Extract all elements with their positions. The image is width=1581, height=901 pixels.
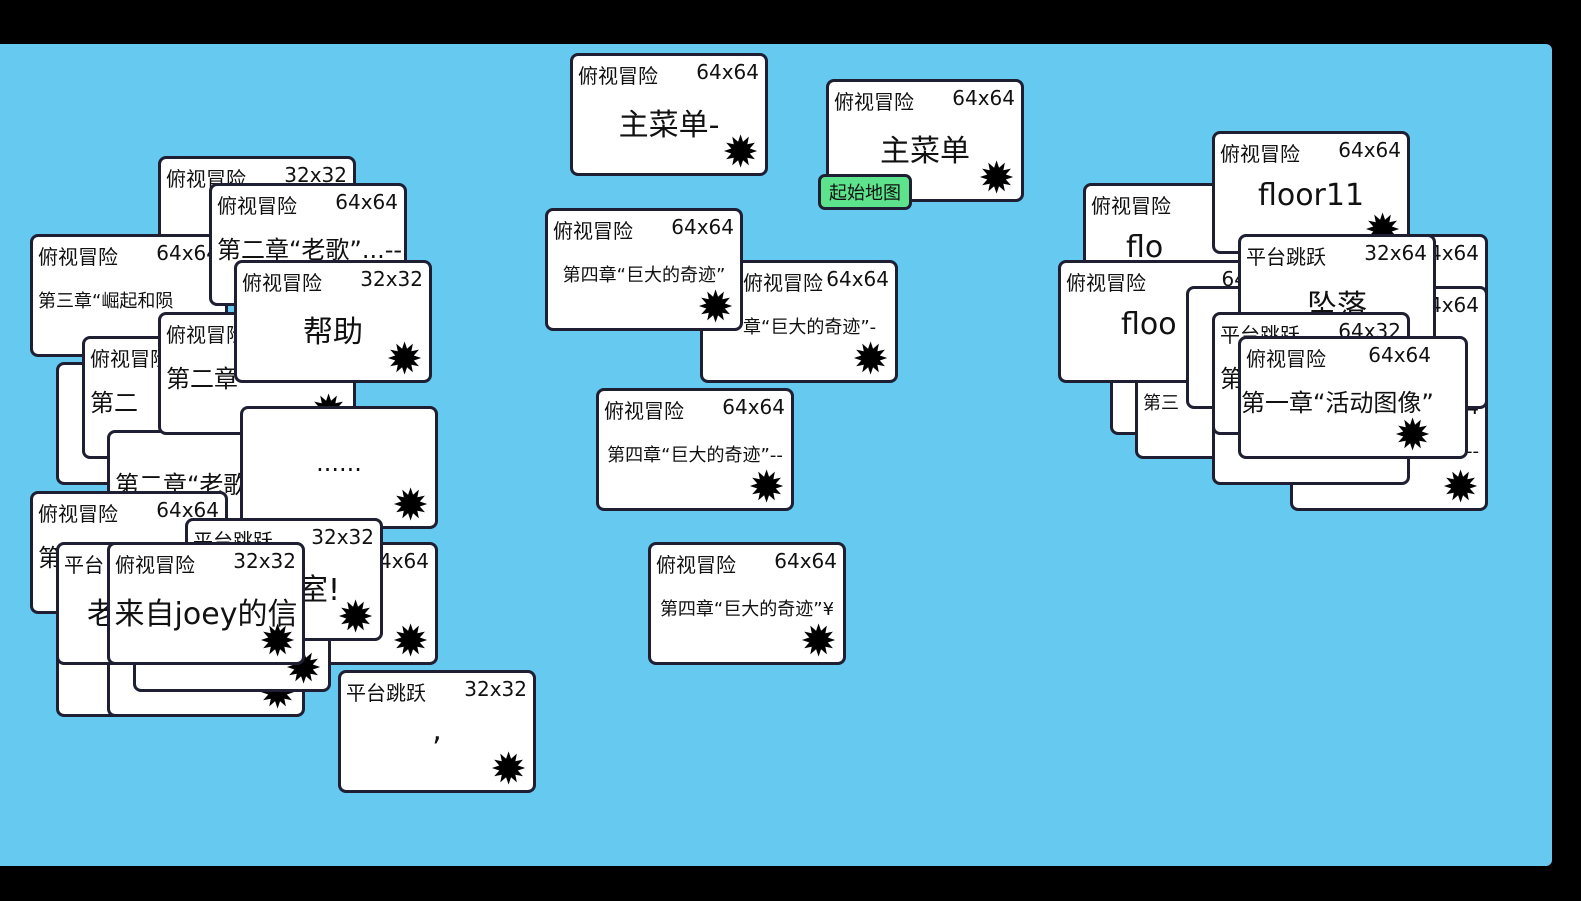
card-map-name: 第三	[1143, 393, 1179, 414]
card-kind-label: 平台	[64, 553, 104, 577]
gear-icon[interactable]: ✹	[697, 282, 734, 331]
card-kind-label: 平台跳跃	[346, 681, 426, 705]
map-card[interactable]: 俯视冒险 64x64 主菜单 ✹	[826, 79, 1024, 202]
card-size-label: 64x64	[696, 60, 759, 84]
map-card[interactable]: 平台跳跃 32x32 , ✹	[338, 670, 536, 793]
card-kind-label: 俯视冒险	[1246, 347, 1326, 371]
gear-icon[interactable]: ✹	[1442, 462, 1479, 511]
card-size-label: 64x64	[671, 215, 734, 239]
gear-icon[interactable]: ✹	[852, 334, 889, 383]
card-kind-label: 俯视冒险	[90, 347, 170, 371]
map-card[interactable]: 俯视冒险 64x64 主菜单- ✹	[570, 53, 768, 176]
card-kind-label: 俯视冒险	[834, 90, 914, 114]
card-map-name: 第一章“活动图像”	[1241, 389, 1433, 417]
card-size-label: 64x64	[774, 549, 837, 573]
gear-icon[interactable]: ✹	[1394, 410, 1431, 459]
card-size-label: 32x32	[233, 549, 296, 573]
map-card[interactable]: 俯视冒险 64x64 floor11 ✹	[1212, 131, 1410, 254]
card-map-name: ......	[316, 449, 362, 477]
gear-icon[interactable]: ✹	[259, 616, 296, 665]
card-map-name: 主菜单	[880, 134, 970, 169]
card-kind-label: 俯视冒险	[217, 194, 297, 218]
card-size-label: 64x64	[1368, 343, 1431, 367]
map-card[interactable]: 俯视冒险 32x32 帮助 ✹	[234, 260, 432, 383]
card-size-label: 4x64	[378, 549, 429, 573]
card-kind-label: 俯视冒险	[115, 553, 195, 577]
card-size-label: 4x64	[1428, 241, 1479, 265]
card-map-name: 第四章“巨大的奇迹”--	[607, 445, 783, 466]
card-kind-label: 俯视冒险	[656, 553, 736, 577]
gear-icon[interactable]: ✹	[490, 744, 527, 793]
card-map-name: 第二章	[166, 365, 238, 393]
gear-icon[interactable]: ✹	[337, 592, 374, 641]
card-size-label: 64x64	[335, 190, 398, 214]
card-size-label: 32x32	[360, 267, 423, 291]
card-map-name: 第四章“巨大的奇迹”¥	[659, 599, 835, 620]
card-size-label: 32x64	[1364, 241, 1427, 265]
card-map-name: 第四章“巨大的奇迹”	[562, 265, 726, 286]
card-map-name: 第三章“崛起和陨	[38, 291, 174, 312]
gear-icon[interactable]: ✹	[722, 127, 759, 176]
card-map-name: 来自joey的信	[114, 597, 298, 632]
card-size-label: 4x64	[1428, 293, 1479, 317]
gear-icon[interactable]: ✹	[386, 334, 423, 383]
start-map-badge: 起始地图	[818, 174, 912, 210]
map-card[interactable]: 俯视冒险 64x64 第四章“巨大的奇迹” ✹	[545, 208, 743, 331]
map-card[interactable]: 俯视冒险 64x64 第四章“巨大的奇迹”-- ✹	[596, 388, 794, 511]
card-kind-label: 俯视冒险	[242, 271, 322, 295]
gear-icon[interactable]: ✹	[392, 616, 429, 665]
card-kind-label: 俯视冒险	[743, 271, 823, 295]
gear-icon[interactable]: ✹	[748, 462, 785, 511]
card-size-label: 32x32	[311, 525, 374, 549]
card-map-name: 第二章“老歌”...--	[217, 236, 403, 264]
card-size-label: 64x64	[826, 267, 889, 291]
map-canvas[interactable]: 俯视冒险 32x32 ✹ 俯视冒险 64x64 第三章“崛起和陨 ✹ 俯视冒险 …	[0, 44, 1552, 866]
card-kind-label: 俯视冒险	[578, 64, 658, 88]
card-map-name: floo	[1121, 307, 1177, 342]
card-kind-label: 俯视冒险	[1066, 271, 1146, 295]
card-kind-label: 俯视冒险	[604, 399, 684, 423]
card-map-name: ,	[432, 713, 442, 748]
card-map-name: floor11	[1257, 178, 1365, 213]
card-kind-label: 俯视冒险	[166, 323, 246, 347]
card-kind-label: 俯视冒险	[553, 219, 633, 243]
card-kind-label: 俯视冒险	[38, 502, 118, 526]
card-kind-label: 俯视冒险	[1220, 142, 1300, 166]
card-size-label: 64x64	[156, 241, 219, 265]
gear-icon[interactable]: ✹	[978, 153, 1015, 202]
card-size-label: 64x64	[722, 395, 785, 419]
card-kind-label: 俯视冒险	[38, 245, 118, 269]
card-map-name: 主菜单-	[618, 108, 720, 143]
card-size-label: 64x64	[952, 86, 1015, 110]
map-card[interactable]: ...... ✹	[240, 406, 438, 529]
map-card[interactable]: 俯视冒险 32x32 来自joey的信 ✹	[107, 542, 305, 665]
map-card[interactable]: 俯视冒险 64x64 第一章“活动图像” ✹	[1238, 336, 1468, 459]
card-map-name: flo	[1126, 230, 1164, 265]
card-map-name: 帮助	[303, 315, 363, 350]
card-map-name: 第二	[90, 389, 138, 417]
card-size-label: 64x64	[1338, 138, 1401, 162]
card-map-name: 章“巨大的奇迹”-	[743, 317, 877, 338]
gear-icon[interactable]: ✹	[392, 480, 429, 529]
gear-icon[interactable]: ✹	[800, 616, 837, 665]
map-card[interactable]: 俯视冒险 64x64 第四章“巨大的奇迹”¥ ✹	[648, 542, 846, 665]
card-size-label: 32x32	[464, 677, 527, 701]
card-kind-label: 俯视冒险	[1091, 194, 1171, 218]
card-kind-label: 平台跳跃	[1246, 245, 1326, 269]
card-map-name: --	[1466, 441, 1479, 462]
